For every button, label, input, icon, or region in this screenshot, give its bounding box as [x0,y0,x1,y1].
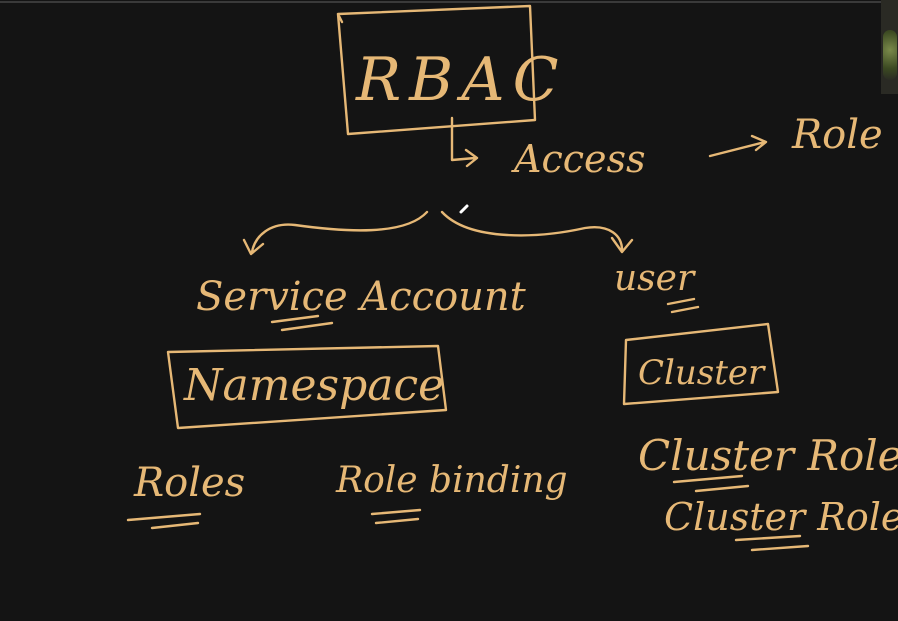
rolebinding-underline [370,508,422,525]
clusterrolebinding-underline [734,534,810,552]
pen-mark [459,204,469,214]
service-account-label: Service Account [196,274,527,320]
clusterrole-underline [672,474,750,493]
access-label: Access [511,137,646,181]
right-branch-arrow [440,210,634,254]
roles-label: Roles [133,460,245,506]
service-underline [270,314,334,332]
user-label: user [614,258,696,299]
cluster-role-label: Cluster Role [638,431,898,480]
cluster-role-binding-label: Cluster Role Bin [664,495,898,539]
cluster-box [622,322,780,406]
plant-image [883,30,897,80]
rbac-box [336,4,537,136]
left-branch-arrow [242,210,429,256]
roles-underline [126,512,202,530]
role-label: Role [791,112,883,158]
cluster-label: Cluster [638,353,766,393]
user-underline [666,297,700,314]
namespace-label: Namespace [183,360,444,411]
webcam-thumbnail-icon [881,0,898,94]
access-arrow [450,116,479,168]
role-binding-label: Role binding [335,460,568,501]
namespace-box [166,344,448,430]
rbac-label: RBAC [355,45,567,115]
role-arrow [708,134,768,158]
